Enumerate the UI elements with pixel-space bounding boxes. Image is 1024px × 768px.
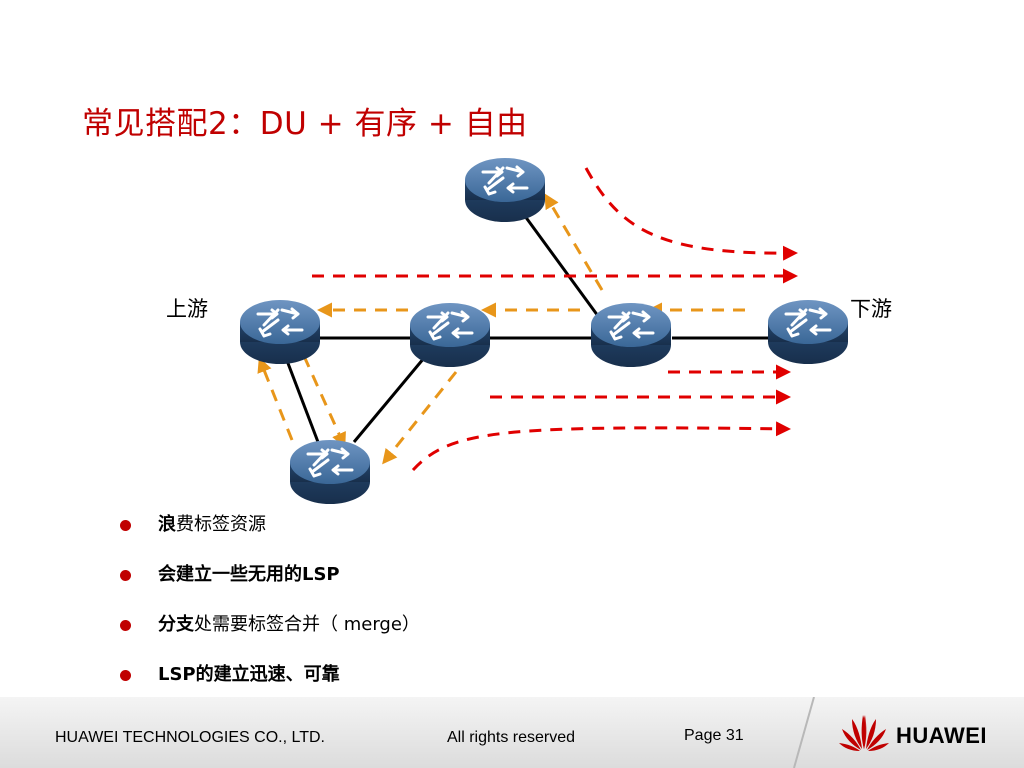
network-diagram: 上游 下游	[166, 156, 892, 506]
bullet-text: 费标签资源	[176, 514, 266, 535]
bullet-text-bold: 分支	[158, 614, 194, 635]
list-item: 会建立一些无用的LSP	[120, 562, 420, 612]
downstream-label: 下游	[850, 297, 892, 321]
slide-title: 常见搭配2：DU + 有序 + 自由	[82, 106, 528, 142]
footer-divider	[793, 697, 815, 768]
bullet-text-bold: 会建立一些无用的LSP	[158, 564, 340, 585]
bullet-icon	[120, 670, 131, 681]
bullet-icon	[120, 520, 131, 531]
list-item: 分支处需要标签合并（ merge）	[120, 612, 420, 662]
bullet-list: 浪费标签资源 会建立一些无用的LSP 分支处需要标签合并（ merge） LSP…	[120, 512, 420, 712]
bullet-icon	[120, 620, 131, 631]
upstream-label: 上游	[166, 297, 208, 321]
router-top	[463, 156, 547, 224]
label-request-arrows	[257, 193, 745, 465]
bullet-icon	[120, 570, 131, 581]
footer-company: HUAWEI TECHNOLOGIES CO., LTD.	[55, 729, 325, 746]
list-item: 浪费标签资源	[120, 512, 420, 562]
bullet-text-bold: LSP的建立迅速、可靠	[158, 664, 340, 685]
page-number: Page 31	[684, 727, 744, 744]
router-middle	[408, 301, 492, 369]
network-links	[284, 211, 770, 443]
footer-rights: All rights reserved	[447, 729, 576, 746]
huawei-logo: HUAWEI	[838, 713, 998, 753]
bullet-text-bold: 浪	[158, 514, 176, 535]
slide-footer: HUAWEI TECHNOLOGIES CO., LTD. All rights…	[0, 697, 1024, 768]
bullet-text: 处需要标签合并（ merge）	[194, 614, 420, 635]
router-right-center	[589, 301, 673, 369]
router-downstream	[766, 298, 850, 366]
label-mapping-arrows	[312, 167, 798, 472]
huawei-flower-icon	[839, 715, 889, 751]
router-bottom	[288, 438, 372, 506]
brand-name: HUAWEI	[896, 723, 987, 748]
list-item: LSP的建立迅速、可靠	[120, 662, 420, 712]
router-upstream	[238, 298, 322, 366]
